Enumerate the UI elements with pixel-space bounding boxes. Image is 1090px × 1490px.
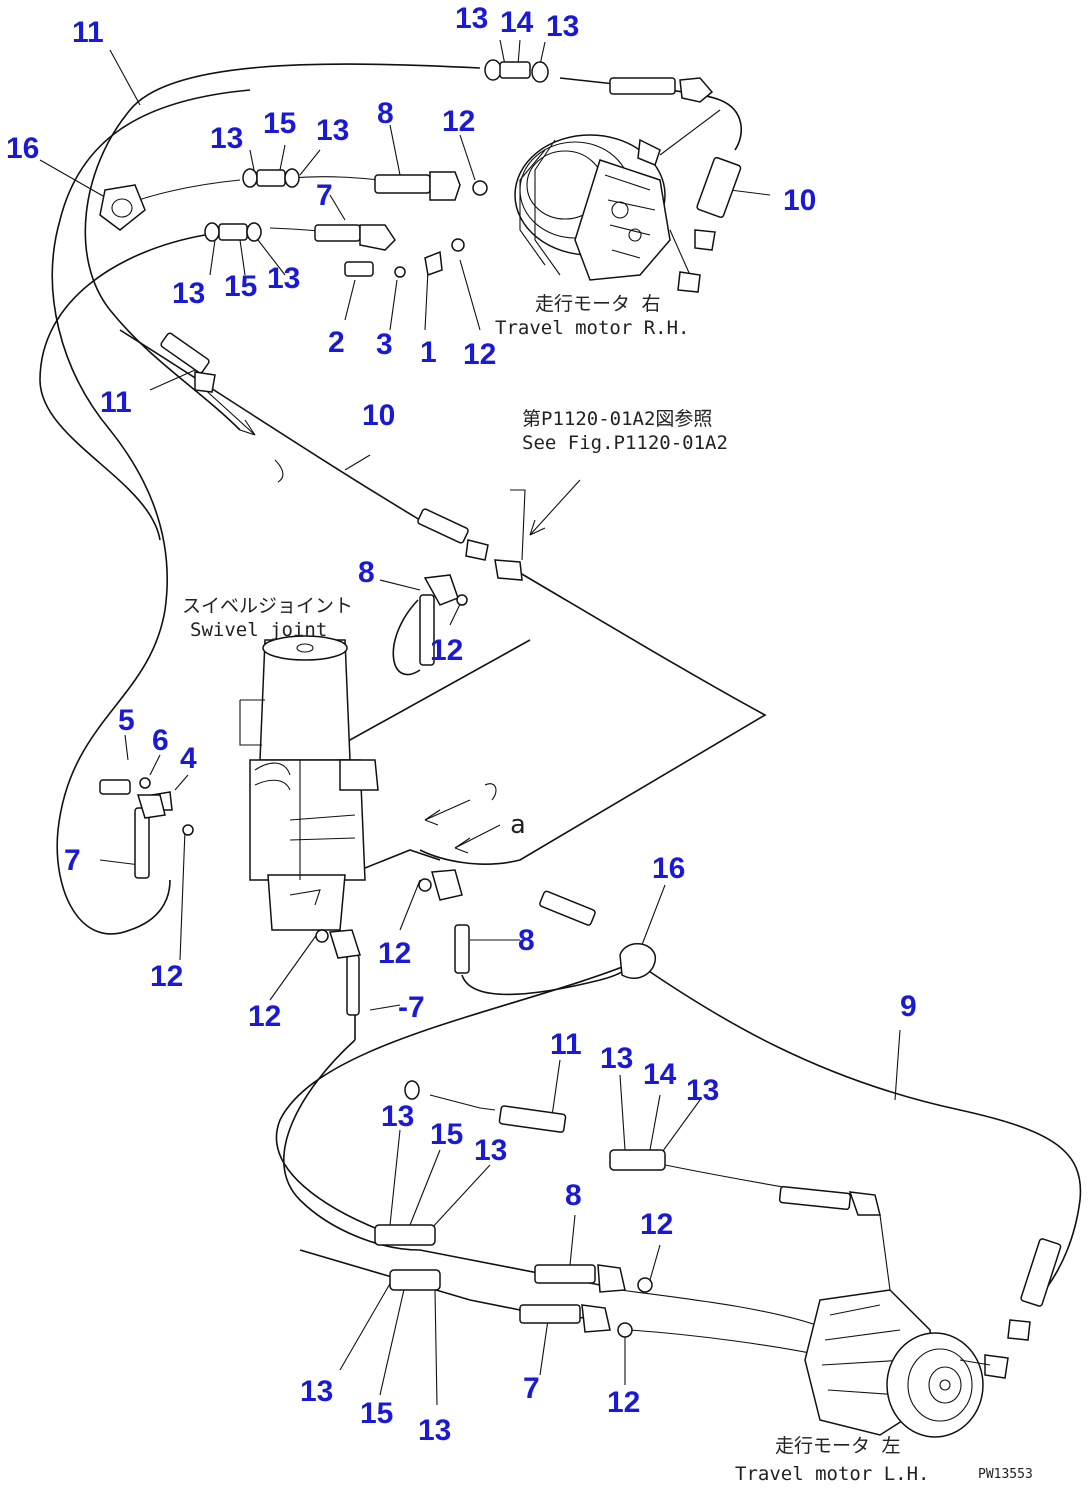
callout-12: 12: [442, 105, 475, 138]
callout-12: 12: [640, 1208, 673, 1241]
hose-inner-left: [39, 234, 206, 541]
callout-2: 2: [328, 326, 345, 359]
travel-motor-rh: [514, 109, 721, 281]
callout-13: 13: [418, 1414, 451, 1447]
drawing-number: PW13553: [978, 1467, 1033, 1482]
hose-10-mid: [119, 329, 421, 521]
swivel-fittings: [99, 574, 497, 1016]
see-fig-label-jp: 第P1120-01A2図参照: [522, 408, 712, 430]
callout-8: 8: [358, 556, 375, 589]
callout-5: 5: [118, 704, 135, 737]
callout-11: 11: [550, 1028, 582, 1061]
travel-motor-rh-label: Travel motor R.H.: [495, 317, 689, 339]
lower-fittings: [374, 890, 1062, 1379]
hose-lines: [39, 63, 1082, 1356]
callout-4: 4: [180, 742, 197, 775]
callout-7: 7: [523, 1372, 540, 1405]
callout-13: 13: [210, 122, 243, 155]
hose-10: [719, 99, 742, 151]
hose-11-upper: [84, 63, 481, 431]
hose-lh-to-motor-a: [619, 1289, 831, 1331]
callout-12: 12: [430, 634, 463, 667]
travel-motor-rh-label-jp: 走行モータ 右: [535, 293, 660, 315]
callout-13: 13: [600, 1042, 633, 1075]
rh-fittings: [99, 59, 742, 581]
callout-12: 12: [150, 960, 183, 993]
hose-rh-fitting-b: [289, 176, 381, 181]
callout-13: 13: [455, 2, 488, 35]
hose-9: [639, 964, 1082, 1291]
arrows: [199, 384, 581, 1111]
callout-13: 13: [172, 277, 205, 310]
callout-13: 13: [267, 262, 300, 295]
callout-9: 9: [900, 990, 917, 1023]
callout-8: 8: [518, 924, 535, 957]
callout-16: 16: [652, 852, 685, 885]
swivel-joint: [239, 635, 379, 931]
callout-10: 10: [783, 184, 816, 217]
see-fig-label: See Fig.P1120-01A2: [522, 432, 728, 454]
callout-15: 15: [360, 1397, 393, 1430]
callout-1: 1: [420, 336, 437, 369]
callout-13: 13: [316, 114, 349, 147]
callout-15: 15: [224, 270, 257, 303]
callout-7: 7: [64, 844, 81, 877]
callout-14: 14: [500, 6, 534, 39]
travel-motor-lh: [804, 1214, 991, 1438]
callout-11: 11: [100, 386, 132, 419]
swivel-joint-label-jp: スイベルジョイント: [182, 595, 353, 617]
callout-12: 12: [607, 1386, 640, 1419]
callout-13: 13: [546, 10, 579, 43]
hose-8-bottom: [461, 949, 641, 996]
callout-11: 11: [72, 16, 104, 49]
callout-7: -7: [398, 991, 425, 1024]
callout-13: 13: [686, 1074, 719, 1107]
callout-12: 12: [378, 937, 411, 970]
callout-15: 15: [430, 1118, 463, 1151]
callout-14: 14: [643, 1058, 677, 1091]
travel-motor-lh-label: Travel motor L.H.: [735, 1463, 929, 1485]
hose-8-swivel: [392, 599, 421, 676]
arrow-a-label: a: [510, 810, 526, 840]
callout-7: 7: [316, 179, 333, 212]
hose-lower-loop-a: [283, 1039, 601, 1286]
hose-outer-left: [51, 89, 251, 935]
captions: 走行モータ 右 Travel motor R.H. 第P1120-01A2図参照…: [182, 293, 1033, 1485]
hose-lh-to-motor-b: [629, 1329, 821, 1356]
callout-12: 12: [248, 1000, 281, 1033]
callout-labels: 13 14 13 11 16 13 15 13 8 12 10 7 13 15 …: [6, 2, 917, 1447]
callout-16: 16: [6, 132, 39, 165]
callout-15: 15: [263, 107, 296, 140]
hose-lower-loop-b: [275, 959, 641, 1231]
hose-swivel-lower: [359, 849, 441, 871]
callout-8: 8: [377, 97, 394, 130]
swivel-joint-label: Swivel joint: [190, 619, 327, 641]
travel-motor-lh-label-jp: 走行モータ 左: [775, 1435, 900, 1457]
callout-12: 12: [463, 338, 496, 371]
callout-6: 6: [152, 724, 169, 757]
leader-lines: [39, 39, 901, 1406]
callout-3: 3: [376, 328, 393, 361]
hose-return-loop: [419, 569, 767, 865]
callout-8: 8: [565, 1179, 582, 1212]
callout-13: 13: [300, 1375, 333, 1408]
callout-13: 13: [381, 1100, 414, 1133]
callout-10: 10: [362, 399, 395, 432]
callout-13: 13: [474, 1134, 507, 1167]
